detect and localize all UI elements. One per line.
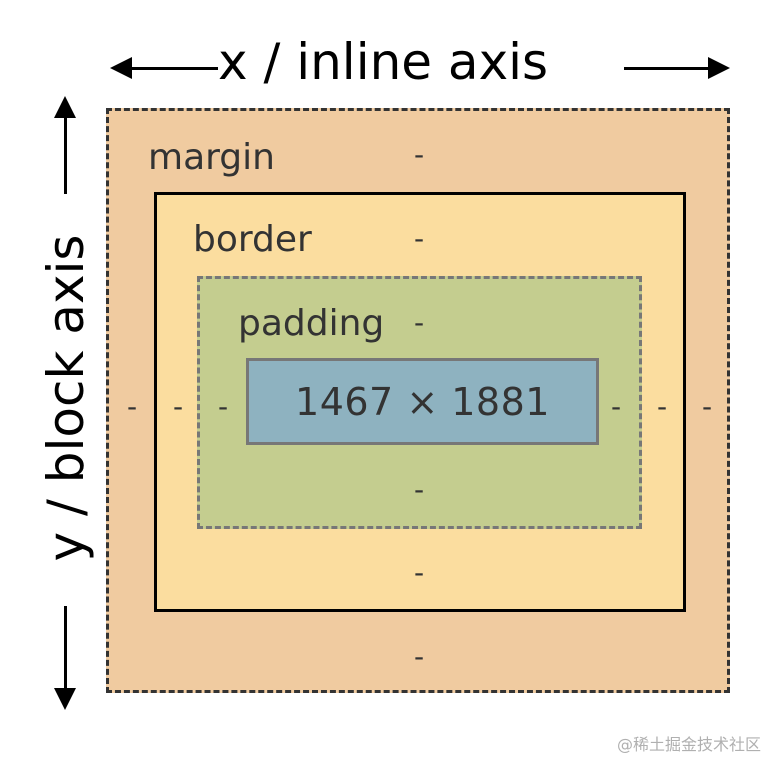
margin-bottom-value: - xyxy=(413,640,425,673)
content-box: 1467 × 1881 xyxy=(246,358,599,445)
y-axis-line-top xyxy=(64,110,67,194)
y-axis-line-bottom xyxy=(64,606,67,694)
padding-bottom-value: - xyxy=(413,473,425,506)
padding-right-value: - xyxy=(610,390,622,423)
padding-left-value: - xyxy=(217,390,229,423)
watermark: @稀土掘金技术社区 xyxy=(616,735,761,754)
left-arrow-icon xyxy=(110,57,132,79)
margin-top-value: - xyxy=(413,138,425,171)
x-axis-line-right xyxy=(624,67,720,70)
border-top-value: - xyxy=(413,222,425,255)
x-axis-label: x / inline axis xyxy=(218,33,549,91)
margin-right-value: - xyxy=(701,390,713,423)
margin-label: margin xyxy=(148,137,275,178)
up-arrow-icon xyxy=(54,96,76,118)
y-axis-indicator: y / block axis xyxy=(36,96,96,710)
border-right-value: - xyxy=(656,390,668,423)
margin-left-value: - xyxy=(126,390,138,423)
right-arrow-icon xyxy=(708,57,730,79)
border-bottom-value: - xyxy=(413,556,425,589)
padding-label: padding xyxy=(238,303,385,344)
y-axis-label: y / block axis xyxy=(37,234,95,562)
x-axis-indicator: x / inline axis xyxy=(110,33,730,98)
border-label: border xyxy=(193,219,312,260)
content-dimensions: 1467 × 1881 xyxy=(295,379,550,424)
x-axis-line-left xyxy=(122,67,218,70)
down-arrow-icon xyxy=(54,688,76,710)
padding-top-value: - xyxy=(413,306,425,339)
border-left-value: - xyxy=(172,390,184,423)
